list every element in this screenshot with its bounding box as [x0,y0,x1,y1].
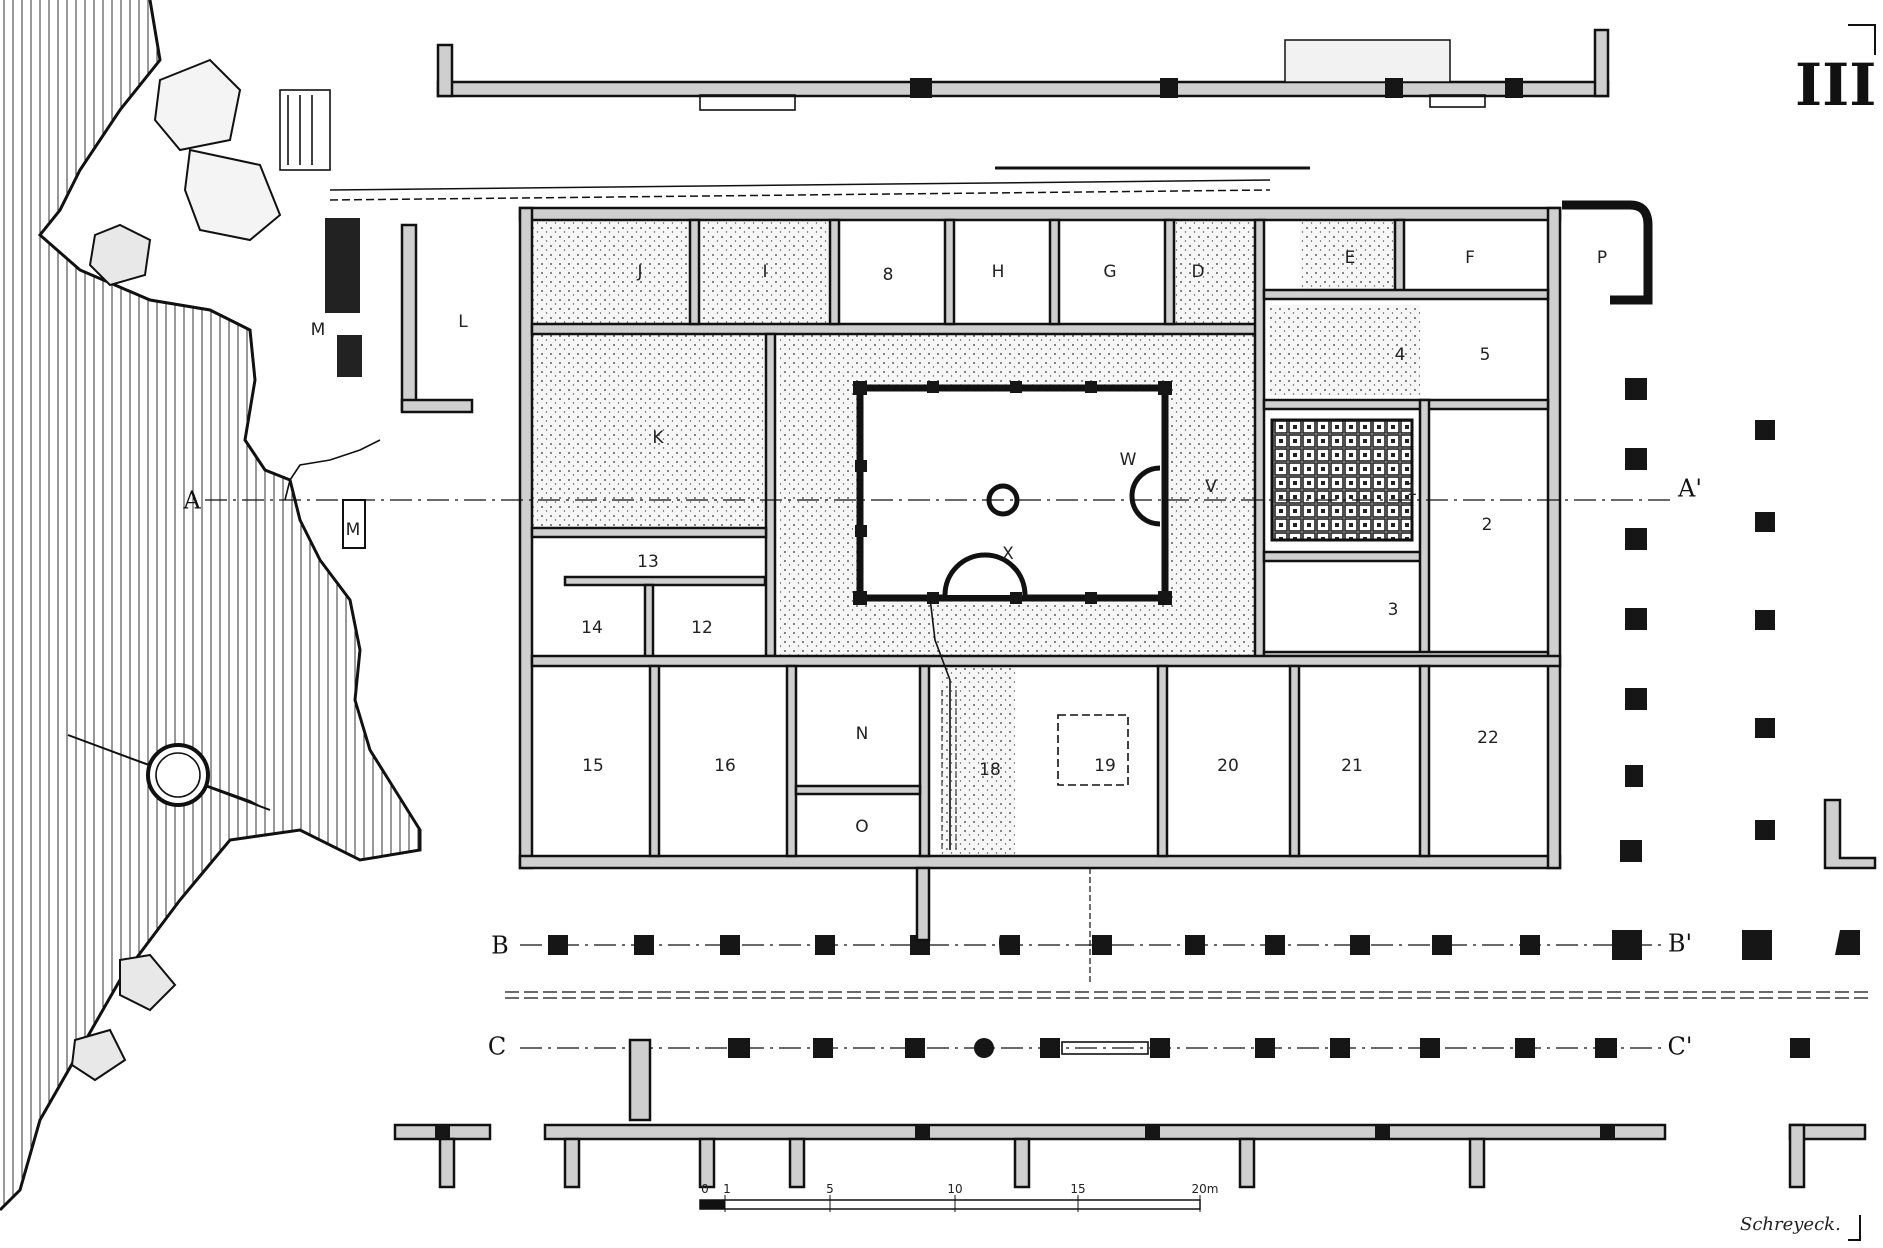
room-label-p: P [1597,248,1607,268]
top-elevation [436,28,1610,111]
row-b-piers [548,866,1860,985]
room-label-v: V [1205,477,1217,497]
scale-tick-1: 1 [723,1182,731,1196]
room-label-e: E [1345,248,1356,268]
room-number-1: 1 [1407,480,1418,500]
axis-label-b: B [491,932,509,960]
room-label-o: O [855,817,868,837]
rock-outcrops [70,58,282,1082]
room-number-18: 18 [979,760,1001,780]
room-number-2: 2 [1482,515,1493,535]
room-label-w: W [1120,450,1137,470]
room-number-12: 12 [691,618,713,638]
interior-walls [400,218,1562,858]
room-label-i: I [762,262,767,282]
room-label-g: G [1103,262,1116,282]
row-c-piers [628,1038,1810,1122]
room-label-n: N [856,724,869,744]
room-label-f: F [1465,248,1475,268]
basin-19 [1057,714,1129,786]
plate-number: III [1795,51,1876,119]
room-label-k: K [652,428,664,448]
room-number-8: 8 [883,265,894,285]
scale-tick-10: 10 [947,1182,962,1196]
sea-hatching [0,0,422,1212]
room-label-h: H [992,262,1005,282]
room-number-5: 5 [1480,345,1491,365]
room-label-j: J [636,262,642,282]
north-arrow [67,734,271,811]
room-number-4: 4 [1395,345,1406,365]
scale-tick-5: 5 [826,1182,834,1196]
room-label-d: D [1191,262,1204,282]
room-number-20: 20 [1217,756,1239,776]
room-label-x: X [1002,544,1014,564]
signature: Schreyeck. [1740,1214,1841,1235]
scale-bar [699,1195,1201,1212]
room-number-13: 13 [637,552,659,572]
scale-tick-20m: 20m [1192,1182,1219,1196]
shoreline-steps [279,89,381,501]
mosaic-floor [1270,418,1414,542]
outer-walls [518,206,1562,870]
room-number-19: 19 [1094,756,1116,776]
east-piers [1620,378,1877,870]
room-label-l: L [458,312,468,332]
structure-p [1562,200,1653,305]
room-number-22: 22 [1477,728,1499,748]
axis-label-c: C [488,1033,506,1061]
axis-label-a-prime: A' [1677,475,1702,503]
bottom-elevation [393,1123,1867,1189]
room-label-m-lower: M [346,520,361,540]
room-number-14: 14 [581,618,603,638]
axis-label-b-prime: B' [1668,930,1692,958]
room-number-3: 3 [1388,600,1399,620]
peristyle [853,381,1172,605]
drain-channel [929,597,957,850]
room-number-16: 16 [714,756,736,776]
north-terrace [325,166,1310,549]
scale-tick-0: 0 [701,1182,709,1196]
room-number-21: 21 [1341,756,1363,776]
axis-label-c-prime: C' [1668,1033,1693,1061]
scale-tick-15: 15 [1070,1182,1085,1196]
room-label-m-upper: M [311,320,326,340]
room-number-15: 15 [582,756,604,776]
axis-label-a: A [182,487,201,515]
